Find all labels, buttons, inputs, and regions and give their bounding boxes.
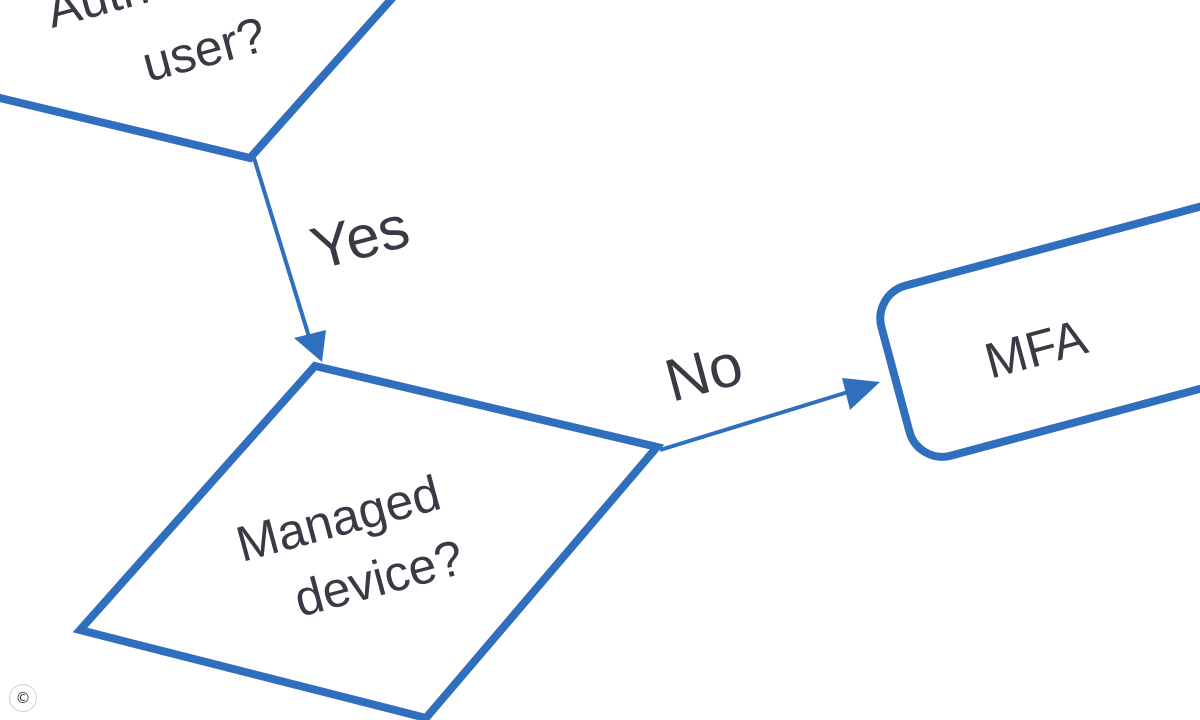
edge-no: No — [658, 330, 880, 452]
edge-no-arrowhead — [842, 378, 880, 410]
process-mfa-shape — [876, 199, 1200, 461]
edge-no-label: No — [658, 330, 749, 415]
decision-auth-user-shape — [0, 0, 396, 163]
decision-auth-user: Auth user? — [0, 0, 396, 163]
copyright-badge: © — [9, 684, 37, 712]
edge-yes: Yes — [252, 157, 416, 362]
decision-managed-device: Managed device? — [72, 361, 665, 720]
edge-yes-arrowhead — [294, 330, 326, 362]
edge-yes-line — [252, 157, 312, 341]
edge-yes-label: Yes — [304, 193, 416, 283]
process-mfa: MFA — [876, 199, 1200, 461]
decision-managed-device-shape — [72, 361, 665, 720]
edge-no-line — [659, 390, 849, 452]
